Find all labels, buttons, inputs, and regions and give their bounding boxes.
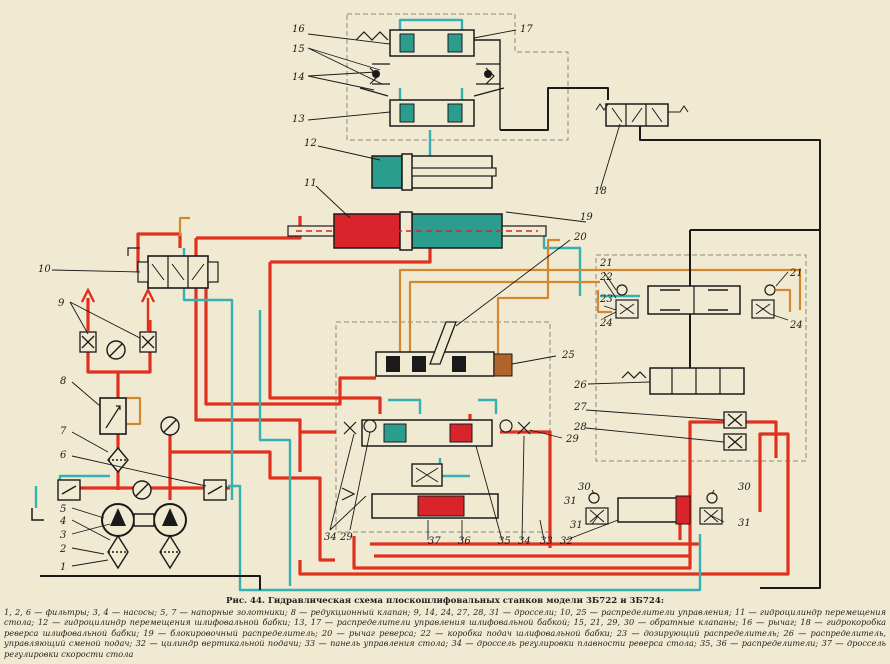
label-13: 13 xyxy=(292,114,305,125)
reverse-distributor-25 xyxy=(375,321,513,377)
label-33: 33 xyxy=(540,536,553,547)
label-34-left: 34 xyxy=(324,532,337,543)
pumps xyxy=(101,503,187,537)
control-lines xyxy=(126,216,802,426)
relief-valves xyxy=(57,479,227,501)
leader-lines xyxy=(51,29,789,567)
label-7: 7 xyxy=(60,426,67,437)
tank xyxy=(31,508,44,521)
label-17: 17 xyxy=(520,24,533,35)
label-24-right: 24 xyxy=(789,320,803,331)
label-37: 37 xyxy=(428,536,441,547)
label-10: 10 xyxy=(38,264,51,275)
head-cylinder-12 xyxy=(371,153,497,191)
label-27: 27 xyxy=(573,402,587,413)
label-21-right: 21 xyxy=(789,268,803,279)
grinding-head-control-panel xyxy=(346,13,569,141)
label-32: 32 xyxy=(560,536,573,547)
throttles-27-28 xyxy=(723,411,747,451)
label-23: 23 xyxy=(599,294,613,305)
callout-labels: 1 2 3 4 5 6 7 8 9 10 11 12 13 14 15 16 1… xyxy=(38,24,803,573)
table-cylinder-11 xyxy=(287,211,547,251)
label-31-left-bottom: 31 xyxy=(570,520,583,531)
drain-lines xyxy=(40,87,821,590)
label-18: 18 xyxy=(594,186,607,197)
label-29-left: 29 xyxy=(339,532,353,543)
label-34-right: 34 xyxy=(518,536,531,547)
label-36: 36 xyxy=(458,536,471,547)
table-valves xyxy=(341,419,499,519)
label-30-left: 30 xyxy=(578,482,591,493)
feed-box-panel xyxy=(595,254,807,462)
throttles-9 xyxy=(79,287,157,353)
reducing-valve-8 xyxy=(99,397,127,435)
feed-box-22 xyxy=(615,284,776,319)
feed-cylinder-32 xyxy=(585,492,723,525)
label-31-left-top: 31 xyxy=(564,496,577,507)
label-30-right: 30 xyxy=(738,482,751,493)
pressure-lines xyxy=(60,216,790,576)
distributor-10 xyxy=(127,247,219,289)
dashed-enclosures xyxy=(335,13,807,533)
label-9: 9 xyxy=(58,298,65,309)
label-20: 20 xyxy=(573,232,587,243)
figure-caption: Рис. 44. Гидравлическая схема плоскошлиф… xyxy=(4,596,886,660)
label-21-left: 21 xyxy=(599,258,613,269)
reverse-box-18 xyxy=(595,103,689,127)
label-31-right: 31 xyxy=(738,518,751,529)
label-16: 16 xyxy=(292,24,305,35)
label-6: 6 xyxy=(60,450,67,461)
label-3: 3 xyxy=(60,530,66,541)
label-11: 11 xyxy=(304,178,317,189)
label-15: 15 xyxy=(292,44,305,55)
table-control-panel xyxy=(335,321,551,533)
caption-body: 1, 2, 6 — фильтры; 3, 4 — насосы; 5, 7 —… xyxy=(4,606,886,659)
label-24-left: 24 xyxy=(599,318,613,329)
label-22: 22 xyxy=(599,272,613,283)
label-5: 5 xyxy=(60,504,66,515)
pump-coupling xyxy=(133,513,155,527)
label-14: 14 xyxy=(292,72,305,83)
pressure-gauges xyxy=(106,340,180,500)
label-29-right: 29 xyxy=(565,434,579,445)
distributor-26 xyxy=(621,367,745,395)
label-1: 1 xyxy=(60,562,66,573)
label-35: 35 xyxy=(498,536,511,547)
head-control-block xyxy=(355,29,505,130)
label-2: 2 xyxy=(59,544,66,555)
label-4: 4 xyxy=(59,516,66,527)
label-26: 26 xyxy=(573,380,587,391)
label-19: 19 xyxy=(580,212,593,223)
label-28: 28 xyxy=(573,422,587,433)
label-8: 8 xyxy=(60,376,66,387)
label-12: 12 xyxy=(304,138,317,149)
label-25: 25 xyxy=(561,350,575,361)
caption-title: Рис. 44. Гидравлическая схема плоскошлиф… xyxy=(225,596,664,606)
filters xyxy=(107,446,181,570)
